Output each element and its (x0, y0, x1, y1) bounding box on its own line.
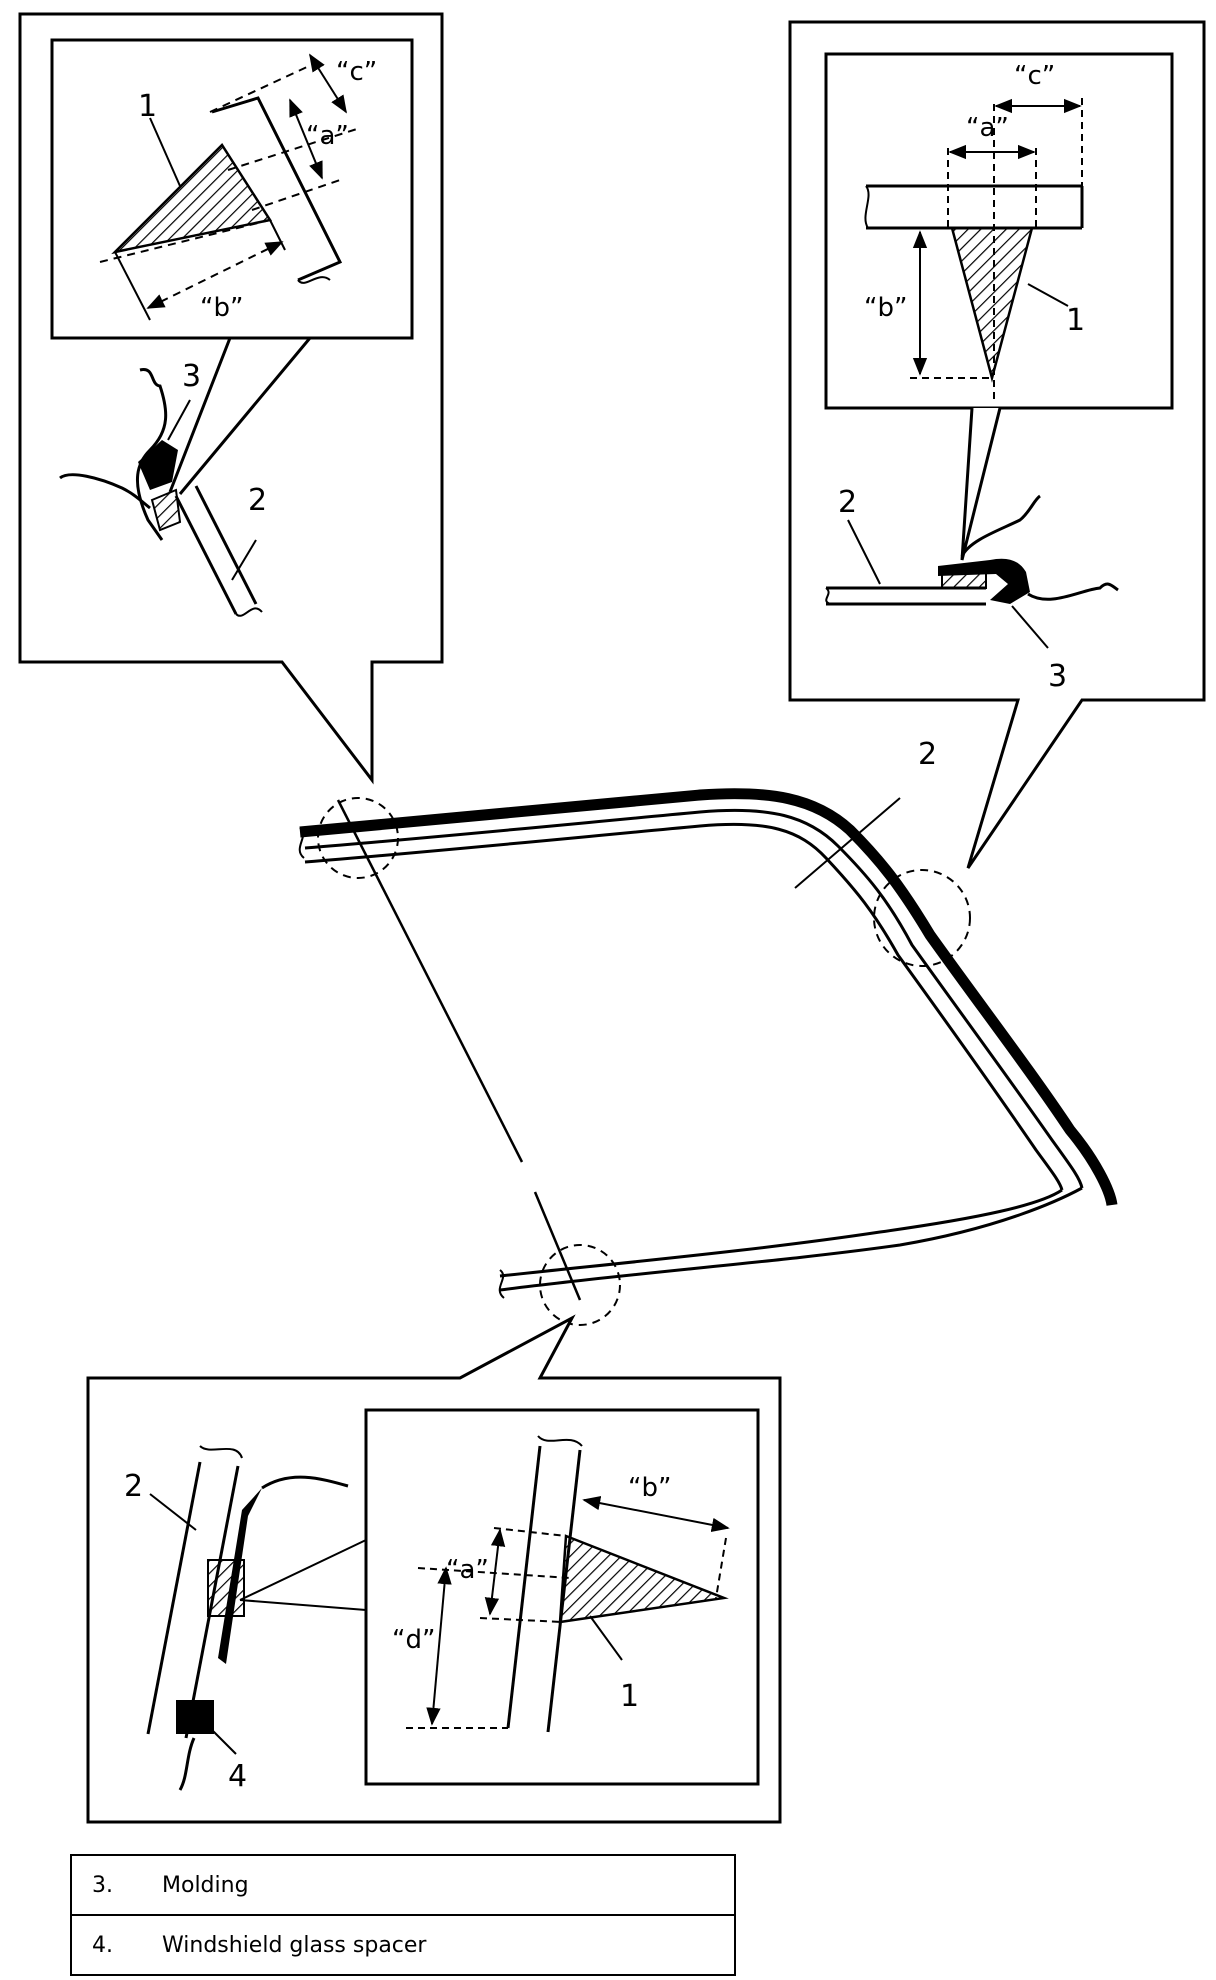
callout-top-right: “c” “a” “b” 1 2 3 (788, 20, 1206, 869)
legend-number: 4. (92, 1932, 113, 1958)
b-dim-b: “b” (628, 1473, 671, 1503)
b-dim-d: “d” (392, 1625, 435, 1655)
legend-text: Molding (162, 1872, 249, 1898)
tl-dim-c: “c” (336, 57, 377, 87)
tl-small-detail (59, 368, 263, 617)
callout-bottom: 2 4 “b” “a” “d” 1 (86, 1314, 782, 1824)
legend-row: 4. Windshield glass spacer (72, 1916, 734, 1974)
tl-label-3: 3 (182, 359, 201, 394)
main-label-2: 2 (918, 737, 937, 772)
windshield-overview: 2 (298, 737, 1118, 1326)
tr-dim-b: “b” (864, 293, 907, 323)
legend-table: 3. Molding 4. Windshield glass spacer (70, 1854, 736, 1976)
legend-number: 3. (92, 1872, 113, 1898)
tr-dim-c: “c” (1014, 61, 1055, 91)
tr-label-2: 2 (838, 485, 857, 520)
legend-row: 3. Molding (72, 1856, 734, 1916)
b-label-4: 4 (228, 1759, 247, 1794)
legend-text: Windshield glass spacer (162, 1932, 427, 1958)
b-label-2: 2 (124, 1469, 143, 1504)
inner-glass-panel (99, 53, 361, 321)
b-label-1: 1 (620, 1679, 639, 1714)
callout-top-left: 1 “c” “a” “b” 3 2 (18, 12, 444, 785)
tr-label-3: 3 (1048, 659, 1067, 694)
tr-label-1: 1 (1066, 303, 1085, 338)
tl-dim-b: “b” (200, 293, 243, 323)
tl-dim-a: “a” (306, 121, 349, 151)
b-dim-a: “a” (446, 1555, 489, 1585)
tl-label-1: 1 (138, 89, 157, 124)
tr-dim-a: “a” (966, 113, 1009, 143)
tl-label-2: 2 (248, 483, 267, 518)
